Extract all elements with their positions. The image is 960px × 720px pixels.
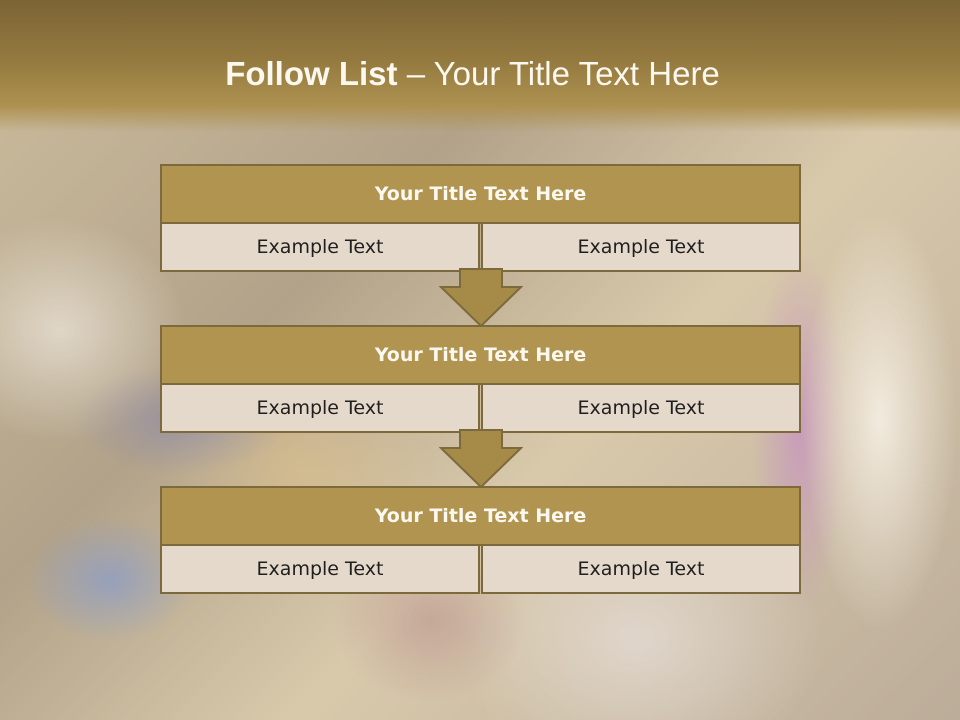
block-left-text: Example Text (160, 222, 480, 272)
list-block-1: Your Title Text Here Example Text Exampl… (160, 164, 801, 272)
block-right-text: Example Text (481, 222, 801, 272)
slide-title-bold: Follow List (225, 55, 398, 92)
list-block-2: Your Title Text Here Example Text Exampl… (160, 325, 801, 433)
block-title: Your Title Text Here (160, 325, 801, 385)
down-arrow-icon (439, 268, 523, 328)
block-right-text: Example Text (481, 383, 801, 433)
block-left-text: Example Text (160, 544, 480, 594)
slide-title: Follow List – Your Title Text Here (0, 55, 945, 93)
down-arrow-icon (439, 429, 523, 489)
block-title: Your Title Text Here (160, 164, 801, 224)
slide-title-rest: – Your Title Text Here (406, 55, 720, 92)
block-right-text: Example Text (481, 544, 801, 594)
title-bar (0, 0, 960, 132)
block-left-text: Example Text (160, 383, 480, 433)
list-block-3: Your Title Text Here Example Text Exampl… (160, 486, 801, 594)
block-title: Your Title Text Here (160, 486, 801, 546)
